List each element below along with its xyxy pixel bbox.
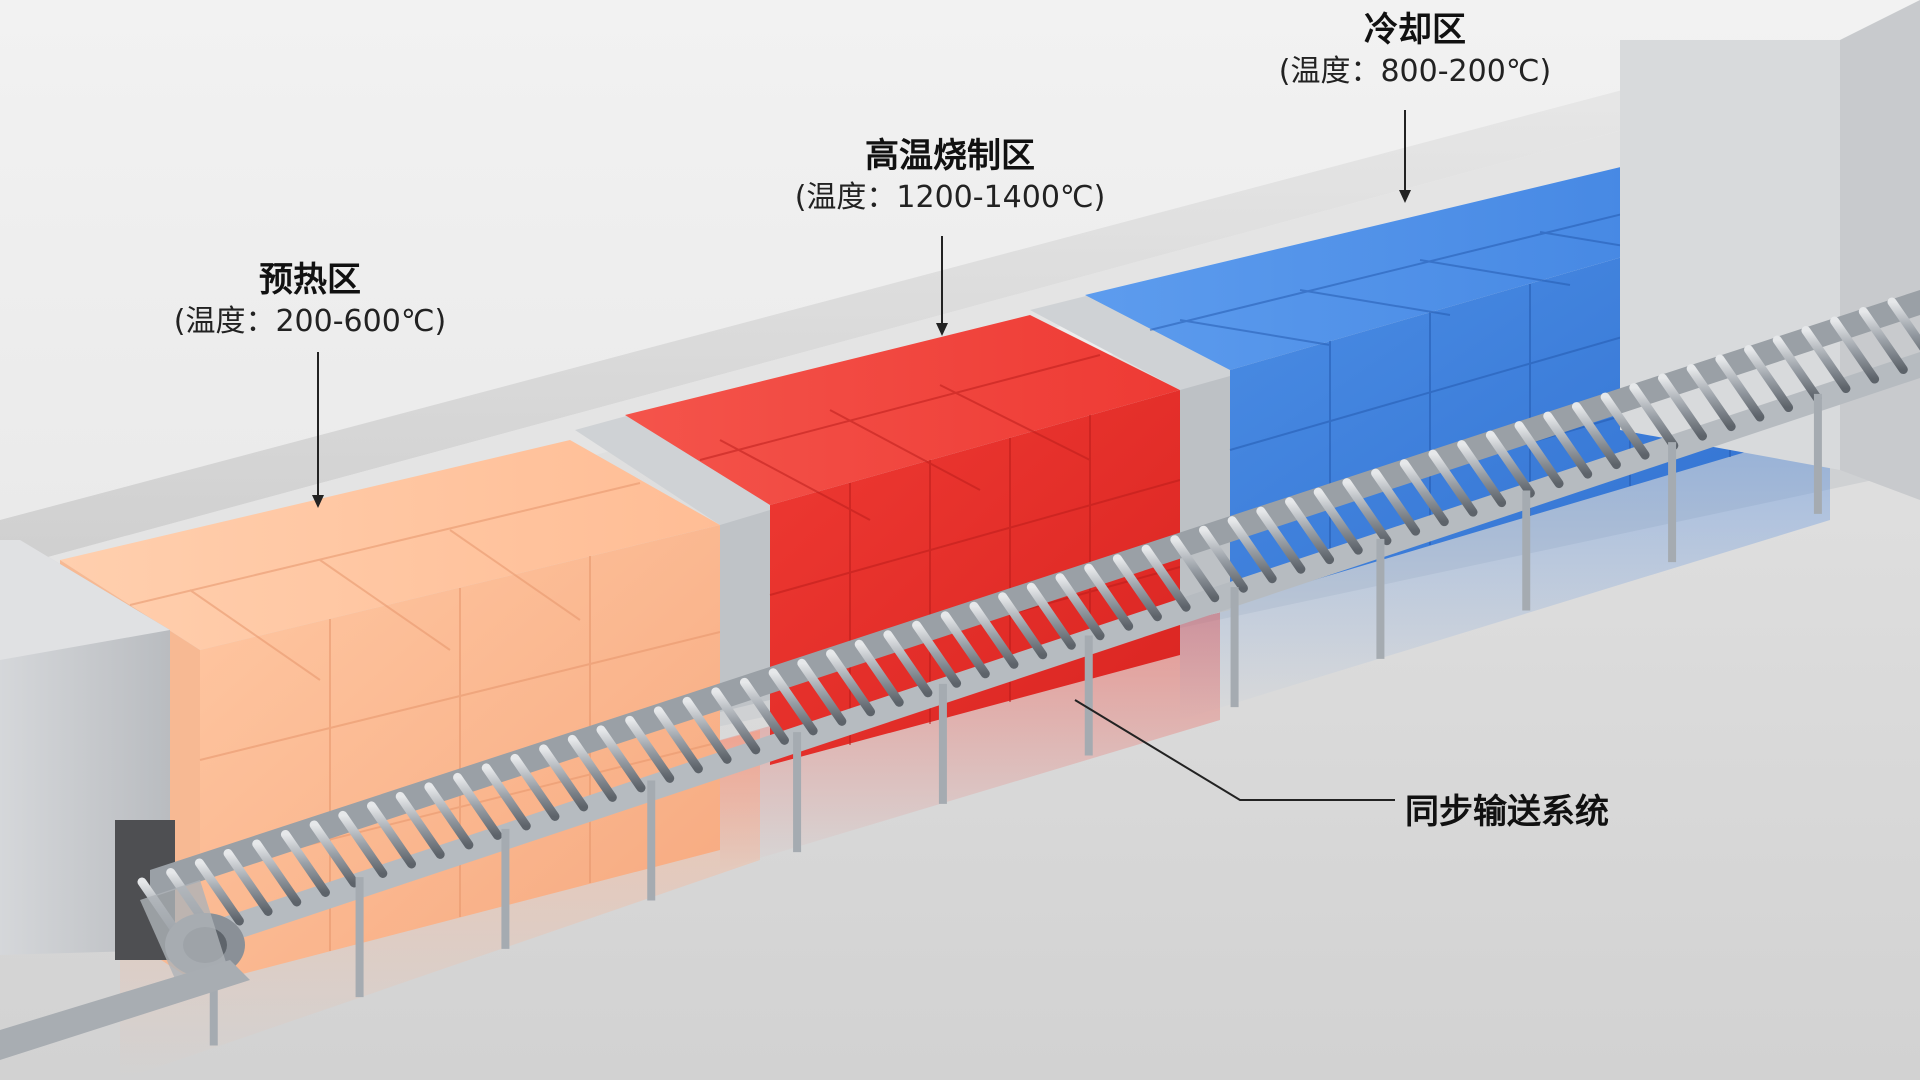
roller [1026, 582, 1076, 650]
roller [682, 696, 732, 764]
roller [1543, 411, 1593, 479]
roller [1428, 449, 1478, 517]
roller [280, 829, 330, 897]
roller [1830, 316, 1880, 384]
roller [1657, 373, 1707, 441]
roller [1571, 402, 1621, 470]
roller [1170, 535, 1220, 603]
roller [1112, 554, 1162, 622]
roller [1772, 335, 1822, 403]
roller [309, 820, 359, 888]
roller [1801, 326, 1851, 394]
roller [1744, 345, 1794, 413]
preheat-arrow [312, 495, 324, 508]
roller [1715, 354, 1765, 422]
conveyor-rollers [137, 297, 1920, 945]
roller [998, 592, 1048, 660]
roller [252, 839, 302, 907]
roller [424, 782, 474, 850]
roller [1285, 497, 1335, 565]
roller [1858, 307, 1908, 375]
drive-pulley [140, 880, 245, 990]
roller [395, 791, 445, 859]
roller [1371, 468, 1421, 536]
cool-zone-label: 冷却区 (温度：800-200℃) [1250, 8, 1580, 92]
roller [1084, 563, 1134, 631]
roller [826, 649, 876, 717]
roller [768, 668, 818, 736]
roller [338, 810, 388, 878]
roller [1887, 297, 1920, 351]
roller [1399, 459, 1449, 527]
preheat-zone-name: 预热区 [259, 260, 361, 300]
roller [481, 763, 531, 831]
roller [1342, 478, 1392, 546]
roller [653, 706, 703, 774]
roller [1600, 392, 1650, 460]
roller [1256, 506, 1306, 574]
sinter-zone-label: 高温烧制区 (温度：1200-1400℃) [770, 134, 1130, 218]
conveyor-legs [209, 393, 1822, 1046]
sinter-arrow [936, 323, 948, 336]
entrance-housing [0, 540, 175, 960]
roller [940, 611, 990, 679]
roller [1485, 430, 1535, 498]
roller [194, 858, 244, 926]
roller [596, 725, 646, 793]
roller [539, 744, 589, 812]
conveyor-leader [1074, 699, 1395, 801]
cool-zone-temp: (温度：800-200℃) [1278, 54, 1552, 89]
roller [912, 620, 962, 688]
roller [711, 687, 761, 755]
roller [854, 639, 904, 707]
roller [1629, 383, 1679, 451]
sinter-top [625, 315, 1180, 505]
roller [739, 677, 789, 745]
cool-zone-name: 冷却区 [1364, 10, 1466, 50]
roller [1141, 544, 1191, 612]
cool-glow [1180, 420, 1830, 720]
back-wall [0, 80, 1660, 570]
roller [1055, 573, 1105, 641]
sinter-zone-temp: (温度：1200-1400℃) [794, 180, 1106, 215]
conveyor-floor-rail [0, 960, 250, 1060]
roller [1198, 525, 1248, 593]
roller [797, 658, 847, 726]
conveyor-system-label: 同步输送系统 [1405, 792, 1609, 832]
roller [883, 630, 933, 698]
roller [1313, 487, 1363, 555]
sinter-zone-name: 高温烧制区 [865, 136, 1035, 176]
roller [1457, 440, 1507, 508]
roller [567, 734, 617, 802]
preheat-zone-label: 预热区 (温度：200-600℃) [160, 258, 460, 342]
separator-1-face [720, 510, 770, 712]
roller [1686, 364, 1736, 432]
conveyor-system [0, 290, 1920, 1060]
roller [510, 753, 560, 821]
preheat-top [60, 440, 720, 650]
cool-arrow [1399, 190, 1411, 203]
roller [367, 801, 417, 869]
roller [453, 772, 503, 840]
preheat-zone-temp: (温度：200-600℃) [173, 304, 447, 339]
roller [223, 848, 273, 916]
leader-lines [312, 110, 1411, 801]
roller [625, 715, 675, 783]
roller [969, 601, 1019, 669]
roller [1514, 421, 1564, 489]
roller [1227, 516, 1277, 584]
